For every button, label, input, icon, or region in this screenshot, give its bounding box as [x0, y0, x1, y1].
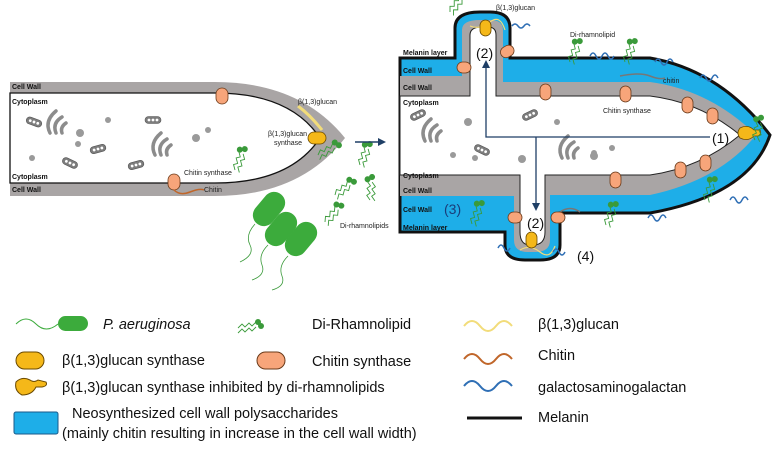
bacteria-area: Di-rhamnolipids — [226, 137, 389, 291]
growth-arrow — [485, 66, 710, 138]
glucan-fiber — [297, 104, 324, 131]
vesicle-icon — [105, 117, 111, 123]
legend-label: P. aeruginosa — [103, 317, 191, 333]
pseudomonas-icon — [252, 191, 286, 227]
gag-fiber-icon — [463, 380, 513, 392]
rhamnolipid-icon — [318, 197, 349, 227]
marker-3: (3) — [444, 201, 461, 217]
chitin-synthase-icon — [550, 211, 566, 224]
chitin-synthase-icon — [706, 107, 719, 125]
label-cytoplasm: Cytoplasm — [403, 173, 439, 180]
legend-label: Melanin — [538, 410, 589, 426]
label-chitin: Chitin — [204, 187, 222, 194]
label-glucan-synthase: β(1,3)glucan — [268, 131, 307, 138]
glucan-synthase-icon — [307, 131, 327, 145]
legend-label: β(1,3)glucan — [538, 317, 619, 333]
label-cytoplasm: Cytoplasm — [12, 99, 48, 106]
label-cytoplasm: Cytoplasm — [12, 174, 48, 181]
chitin-synthase-icon — [500, 44, 515, 59]
marker-4: (4) — [577, 248, 594, 264]
marker-2: (2) — [476, 45, 493, 61]
label-rhamnolipids: Di-rhamnolipids — [340, 223, 389, 230]
chitin-synthase-icon — [674, 161, 687, 179]
pseudomonas-icon — [15, 318, 59, 330]
label-cell-wall-blue: Cell Wall — [403, 207, 432, 214]
chitin-synthase-icon — [699, 154, 712, 172]
label-glucan-synthase: synthase — [274, 140, 302, 147]
legend-label: galactosaminogalactan — [538, 380, 686, 396]
label-cytoplasm: Cytoplasm — [403, 100, 439, 107]
label-cell-wall-grey: Cell Wall — [403, 188, 432, 195]
chitin-synthase-icon — [456, 61, 472, 74]
label-melanin-layer: Melanin layer — [403, 50, 448, 57]
label-cell-wall: Cell Wall — [12, 187, 41, 194]
rhamnolipid-icon — [237, 318, 265, 334]
glucan-fiber-icon — [463, 320, 513, 332]
glucan-synthase-icon — [479, 19, 492, 37]
vesicle-icon — [192, 134, 200, 142]
label-cell-wall-blue: Cell Wall — [403, 68, 432, 75]
rhamnolipid-icon — [360, 172, 380, 202]
marker-2: (2) — [527, 215, 544, 231]
label-chitin-synthase: Chitin synthase — [184, 170, 232, 177]
inhibited-synthase-icon — [15, 377, 47, 396]
pseudomonas-icon — [264, 211, 298, 247]
vesicle-icon — [29, 155, 35, 161]
chitin-fiber — [173, 188, 205, 195]
legend-label: Di-Rhamnolipid — [312, 317, 411, 333]
label-chitin: chitin — [663, 78, 679, 85]
legend-label: β(1,3)glucan synthase inhibited by di-rh… — [62, 380, 385, 396]
glucan-synthase-icon — [15, 351, 45, 370]
vesicle-icon — [75, 141, 81, 147]
label-rhamnolipid: Di-rhamnolipid — [570, 32, 615, 39]
legend-label: Chitin — [538, 348, 575, 364]
label-glucan: β(1,3)glucan — [298, 99, 337, 106]
legend: P. aeruginosa Di-Rhamnolipid β(1,3)gluca… — [13, 316, 686, 442]
chitin-synthase-icon — [256, 351, 286, 370]
label-chitin-synthase: Chitin synthase — [603, 108, 651, 115]
legend-label: Chitin synthase — [312, 354, 411, 370]
left-cytoplasm — [9, 92, 321, 184]
legend-label: β(1,3)glucan synthase — [62, 353, 205, 369]
label-melanin-layer: Melanin layer — [403, 225, 448, 232]
label-cell-wall: Cell Wall — [12, 84, 41, 91]
chitin-synthase-icon — [167, 173, 181, 191]
chitin-synthase-icon — [539, 83, 552, 101]
glucan-synthase-icon — [525, 231, 538, 249]
chitin-synthase-icon — [215, 87, 229, 105]
legend-label: (mainly chitin resulting in increase in … — [62, 426, 417, 442]
marker-1: (1) — [712, 130, 729, 146]
pseudomonas-icon — [284, 221, 318, 257]
vesicle-icon — [76, 129, 84, 137]
label-glucan: β(1,3)glucan — [496, 5, 535, 12]
chitin-synthase-icon — [609, 171, 622, 189]
label-cell-wall-grey: Cell Wall — [403, 85, 432, 92]
vesicle-icon — [205, 127, 211, 133]
chitin-fiber-icon — [463, 353, 513, 365]
neo-wall-icon — [13, 411, 59, 435]
left-hypha: Cell Wall Cytoplasm Cytoplasm Cell Wall … — [9, 82, 345, 196]
rhamnolipid-icon — [330, 173, 361, 200]
chitin-synthase-icon — [619, 85, 632, 103]
legend-label: Neosynthesized cell wall polysaccharides — [72, 406, 338, 422]
right-hypha: β(1,3)glucan Di-rhamnolipid Melanin laye… — [398, 0, 772, 264]
mitochondrion-icon — [144, 116, 162, 124]
chitin-synthase-icon — [507, 211, 523, 224]
chitin-synthase-icon — [681, 96, 694, 114]
pseudomonas-icon — [58, 316, 88, 331]
